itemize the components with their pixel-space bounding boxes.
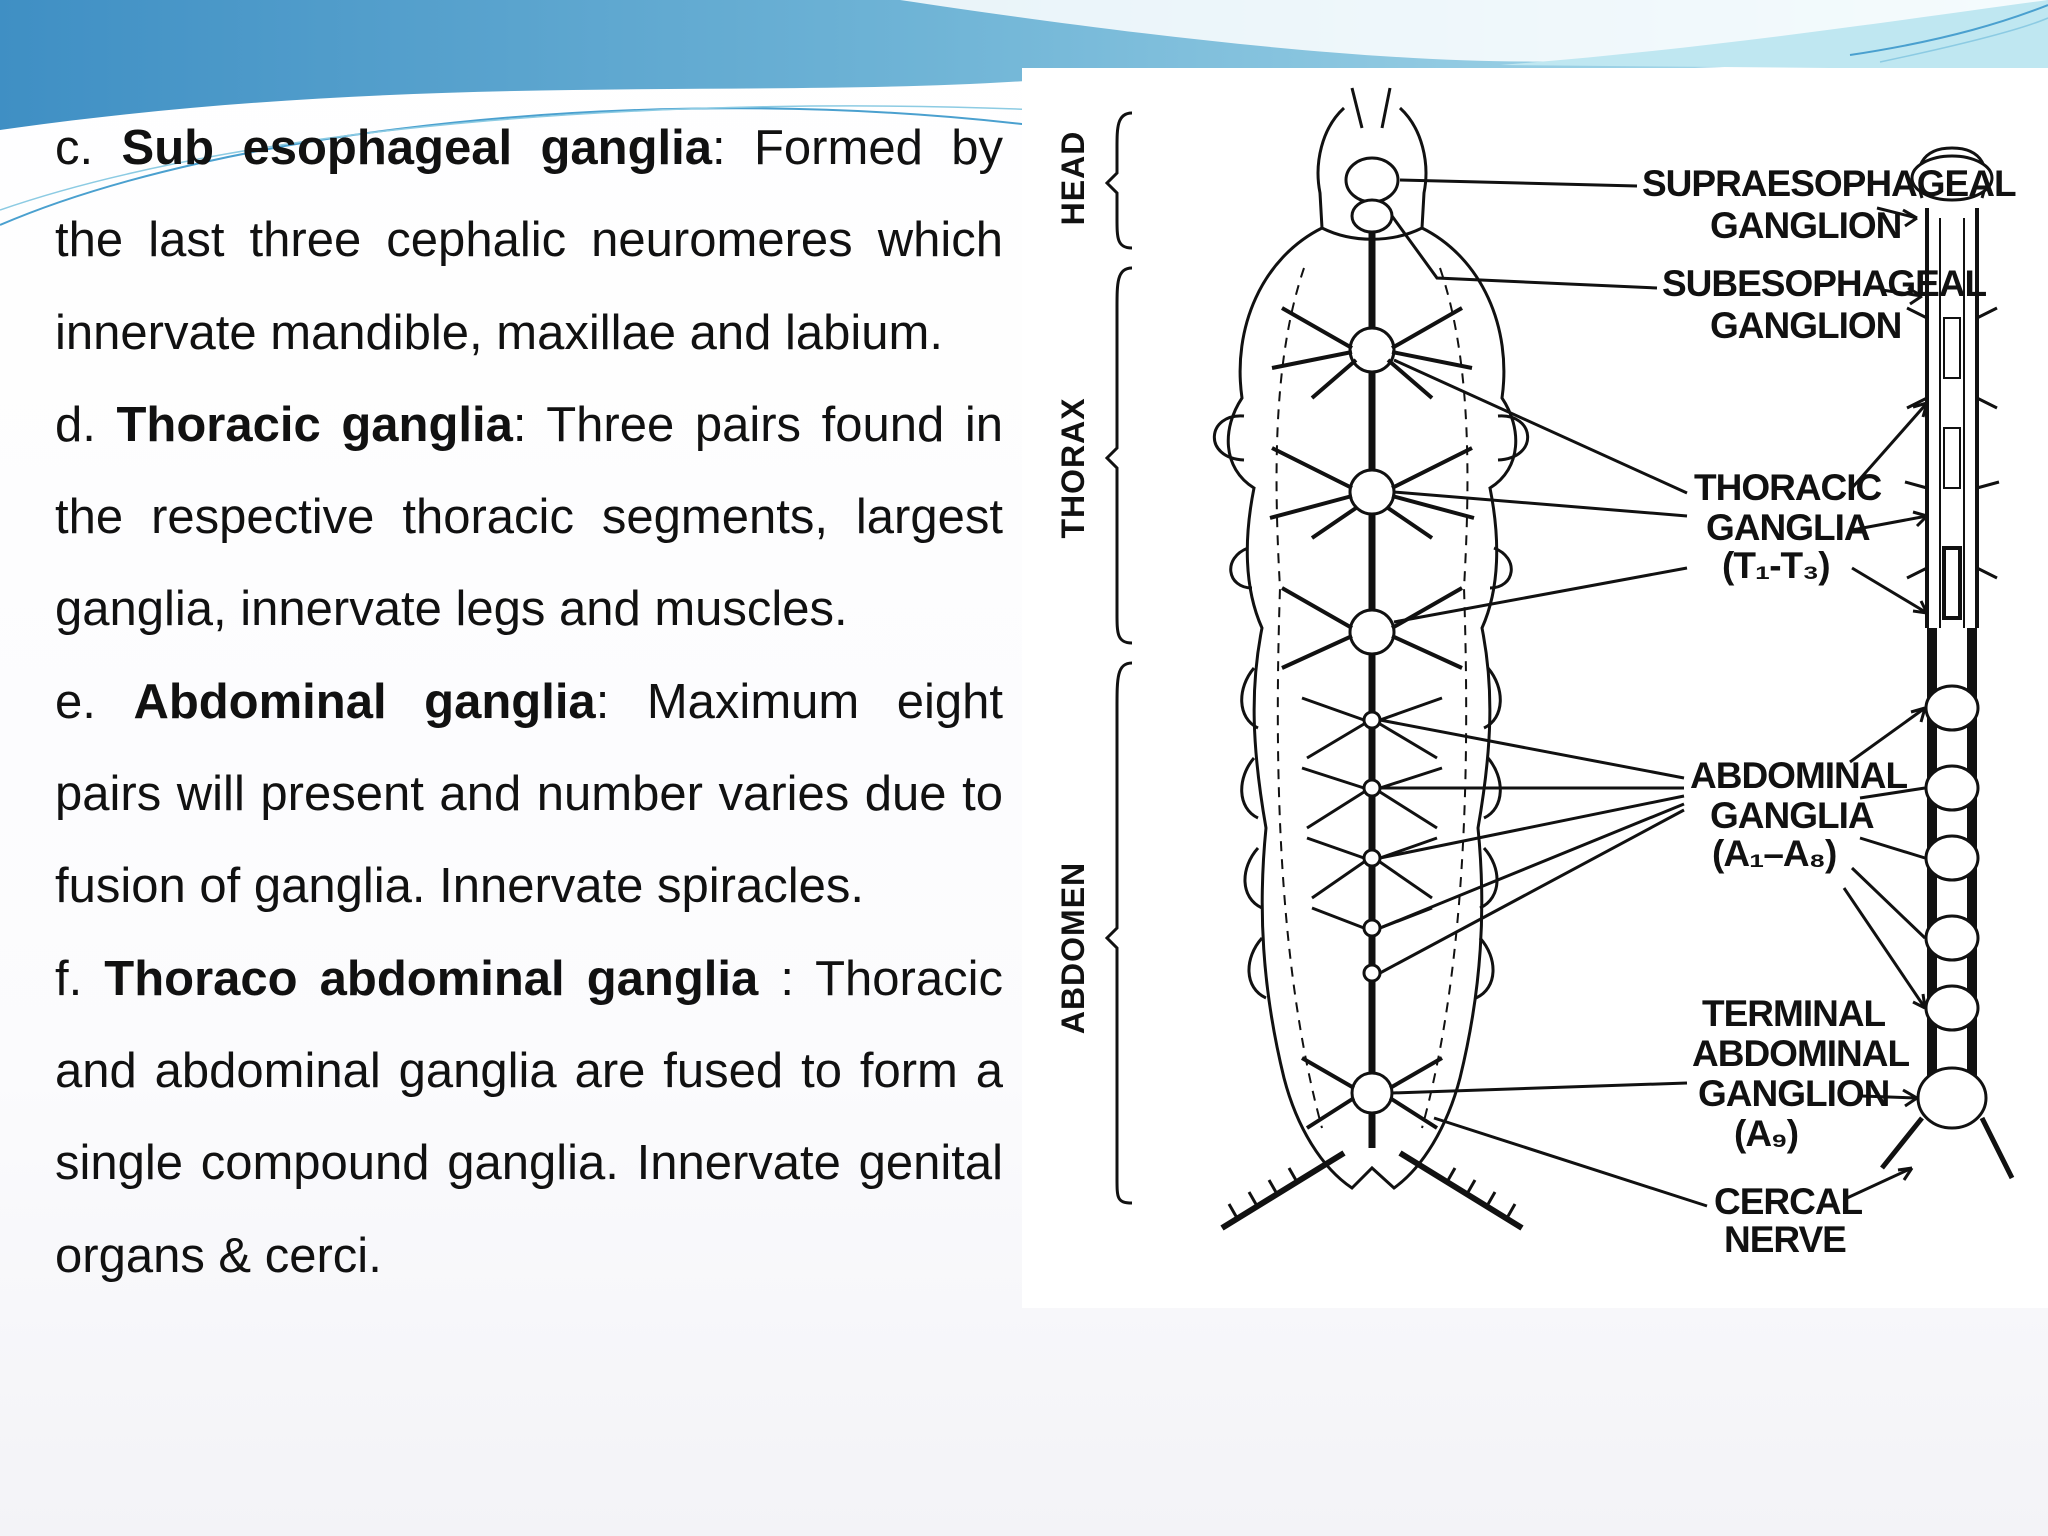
label-subesophageal: SUBESOPHAGEAL [1662, 263, 1987, 304]
point-c: c. Sub esophageal ganglia: Formed by the… [55, 102, 1003, 379]
label-terminal-3: GANGLION [1698, 1073, 1889, 1114]
point-term: Abdominal ganglia [133, 675, 595, 729]
label-cercal: CERCAL [1714, 1181, 1863, 1222]
region-head-label: HEAD [1055, 131, 1091, 226]
label-abdominal: ABDOMINAL [1690, 755, 1907, 796]
point-d: d. Thoracic ganglia: Three pairs found i… [55, 379, 1003, 656]
region-thorax-label: THORAX [1055, 397, 1091, 538]
insect-nervous-system-figure: HEAD THORAX ABDOMEN [1022, 68, 2048, 1308]
label-thoracic-2: GANGLIA [1706, 507, 1870, 548]
larva-diagram [1214, 88, 1527, 1228]
point-e: e. Abdominal ganglia: Maximum eight pair… [55, 656, 1003, 933]
label-thoracic-3: (T₁-T₃) [1722, 545, 1830, 586]
label-terminal: TERMINAL [1702, 993, 1886, 1034]
region-abdomen-label: ABDOMEN [1055, 862, 1091, 1034]
label-terminal-4: (A₉) [1734, 1113, 1798, 1154]
point-term: Thoracic ganglia [116, 398, 512, 452]
point-f: f. Thoraco abdominal ganglia : Thoracic … [55, 933, 1003, 1302]
figure-drawing: HEAD THORAX ABDOMEN [1022, 68, 2048, 1308]
label-abdominal-2: GANGLIA [1710, 795, 1874, 836]
label-supraesophageal: SUPRAESOPHAGEAL [1642, 163, 2016, 204]
label-subesophageal-2: GANGLION [1710, 305, 1901, 346]
region-brackets [1107, 113, 1132, 1203]
label-terminal-2: ABDOMINAL [1692, 1033, 1909, 1074]
body-text: c. Sub esophageal ganglia: Formed by the… [55, 102, 1003, 1302]
label-abdominal-3: (A₁–A₈) [1712, 833, 1836, 874]
point-term: Sub esophageal ganglia [122, 121, 712, 175]
label-supraesophageal-2: GANGLION [1710, 205, 1901, 246]
label-cercal-2: NERVE [1724, 1219, 1846, 1260]
point-term: Thoraco abdominal ganglia [104, 952, 758, 1006]
